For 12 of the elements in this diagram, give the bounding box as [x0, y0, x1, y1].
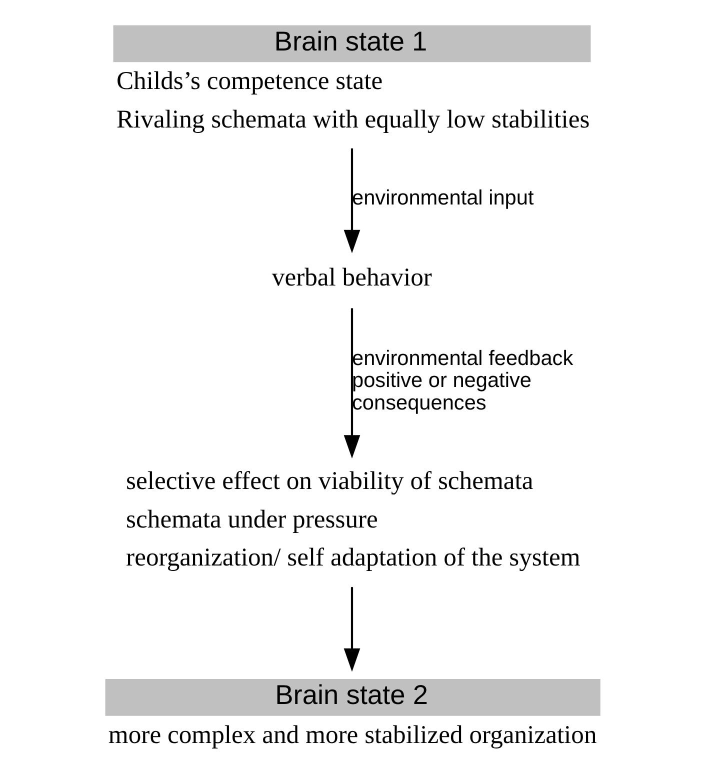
node-box: Brain state 2 [105, 679, 600, 716]
arrow [344, 587, 360, 672]
edge-label: environmental input [352, 186, 534, 210]
node-label: Childs’s competence state [116, 66, 383, 96]
node-label: more complex and more stabilized organization [108, 720, 597, 749]
node-text: verbal behavior [272, 262, 432, 292]
node-label: Rivaling schemata with equally low stabilities [116, 104, 590, 134]
arrow [344, 148, 360, 254]
arrow [344, 308, 360, 459]
edge-label: environmental feedback positive or negative consequences [352, 346, 574, 415]
node-box: Brain state 1 [113, 25, 591, 62]
node-text: selective effect on viability of schemata schemata under pressure reorganization/ self adaptation of the system [126, 466, 580, 572]
